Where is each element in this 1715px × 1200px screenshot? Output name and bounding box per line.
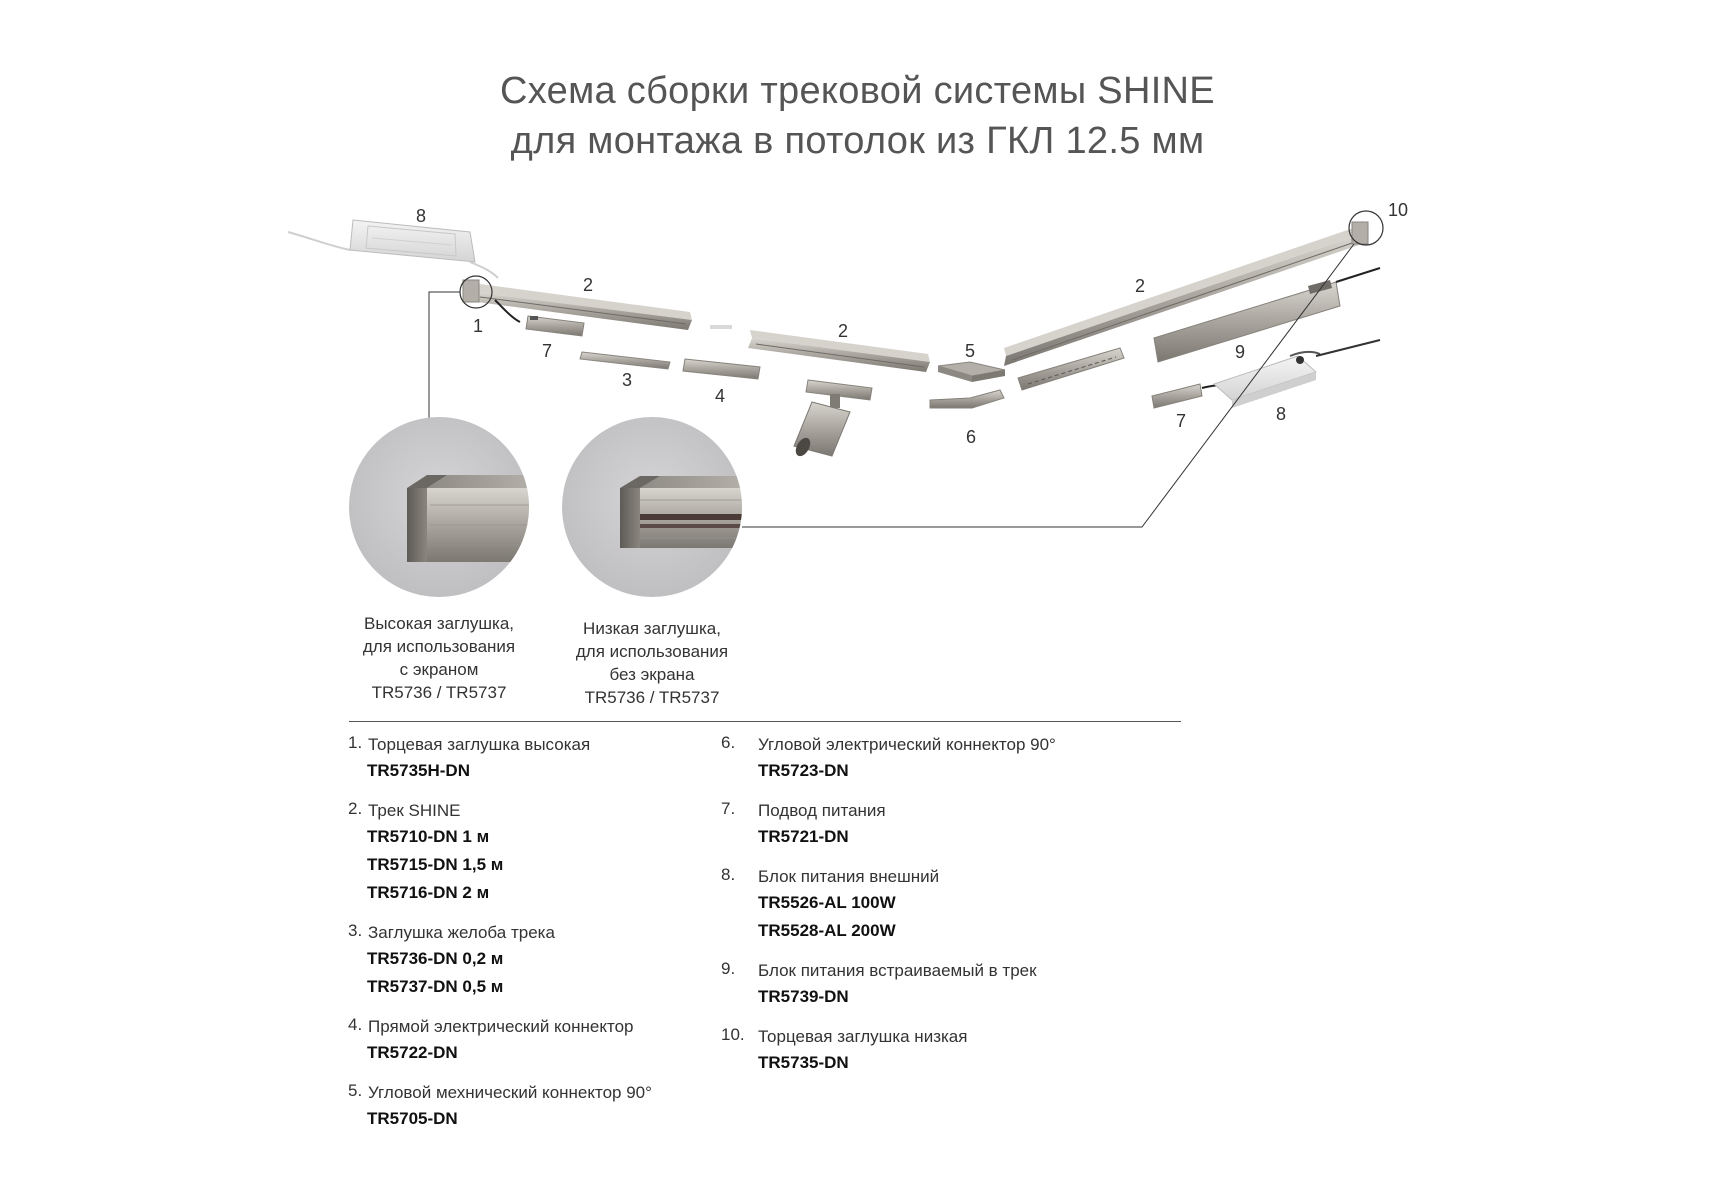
part-number: 1. (348, 733, 363, 752)
caption-low-code: TR5736 / TR5737 (584, 688, 720, 707)
part-number: 5. (348, 1081, 363, 1100)
highlight-end-cap-low (1348, 210, 1384, 246)
caption-high-line-3: с экраном (399, 660, 479, 679)
part-code: TR5528-AL 200W (758, 921, 896, 940)
external-power-supply-right (1213, 339, 1381, 408)
caption-high-line-1: Высокая заглушка, (363, 614, 515, 633)
part-title: Подвод питания (758, 801, 886, 820)
part-number: 8. (721, 865, 736, 884)
spacer-piece (710, 325, 732, 329)
part-code: TR5721-DN (758, 827, 849, 846)
caption-high-cap: Высокая заглушка, для использования с эк… (339, 612, 539, 704)
callout-10: 10 (1388, 200, 1408, 220)
callout-8-right: 8 (1276, 404, 1286, 424)
caption-low-line-2: для использования (575, 642, 729, 661)
part-title: Блок питания внешний (758, 867, 940, 886)
part-code: TR5705-DN (367, 1109, 458, 1128)
callout-2-middle: 2 (838, 321, 848, 341)
part-number: 2. (348, 799, 363, 818)
part-item: 6. Угловой электрический коннектор 90° TR5… (721, 733, 1056, 785)
track-system-diagram: 8 2 1 7 3 4 2 5 6 2 10 9 7 8 (287, 200, 1408, 597)
part-code: TR5722-DN (367, 1043, 458, 1062)
part-code: TR5723-DN (758, 761, 849, 780)
part-title: Угловой электрический коннектор 90° (758, 735, 1056, 754)
linear-light-module (1017, 347, 1125, 391)
callout-3: 3 (622, 370, 632, 390)
callout-4: 4 (715, 386, 725, 406)
part-title: Прямой электрический коннектор (368, 1017, 634, 1036)
part-code: TR5716-DN 2 м (367, 883, 490, 902)
part-number: 9. (721, 959, 736, 978)
part-code: TR5736-DN 0,2 м (367, 949, 504, 968)
title-line-2: для монтажа в потолок из ГКЛ 12.5 мм (510, 120, 1205, 162)
part-number: 6. (721, 733, 736, 752)
caption-low-cap: Низкая заглушка, для использования без э… (552, 617, 752, 709)
part-number: 10. (721, 1025, 745, 1044)
leader-line-low (742, 243, 1355, 528)
detail-circle-high-cap (349, 417, 529, 597)
caption-high-code: TR5736 / TR5737 (371, 683, 507, 702)
spotlight (793, 379, 873, 457)
callout-9: 9 (1235, 342, 1245, 362)
part-number: 4. (348, 1015, 363, 1034)
caption-low-line-1: Низкая заглушка, (583, 619, 721, 638)
part-code: TR5526-AL 100W (758, 893, 896, 912)
corner-mechanical-connector (937, 361, 1006, 382)
groove-cover (579, 351, 671, 370)
part-code: TR5715-DN 1,5 м (367, 855, 504, 874)
title-line-1: Схема сборки трековой системы SHINE (500, 70, 1215, 112)
part-code: TR5739-DN (758, 987, 849, 1006)
part-title: Торцевая заглушка высокая (368, 735, 591, 754)
leader-line-high (428, 291, 460, 420)
part-number: 3. (348, 921, 363, 940)
part-title: Трек SHINE (368, 801, 461, 820)
callout-2-right: 2 (1135, 276, 1145, 296)
detail-circle-low-cap (562, 417, 742, 597)
part-item: 2. Трек SHINE TR5710-DN 1 м TR5715-DN 1,5 м… (340, 799, 652, 907)
power-feed-left (525, 315, 585, 337)
callout-7-left: 7 (542, 341, 552, 361)
part-title: Блок питания встраиваемый в трек (758, 961, 1037, 980)
caption-high-line-2: для использования (362, 637, 516, 656)
callout-8-left: 8 (416, 206, 426, 226)
parts-list-right: 6. Угловой электрический коннектор 90° TR5… (721, 733, 1056, 1091)
part-code: TR5735H-DN (367, 761, 470, 780)
callout-2-left: 2 (583, 275, 593, 295)
part-code: TR5737-DN 0,5 м (367, 977, 504, 996)
track-left (462, 279, 692, 330)
straight-connector (682, 358, 761, 380)
callout-6: 6 (966, 427, 976, 447)
corner-electrical-connector (929, 389, 1005, 409)
callout-1: 1 (473, 316, 483, 336)
power-wire (494, 299, 521, 323)
part-item: 5. Угловой мехнический коннектор 90° TR570… (340, 1081, 652, 1133)
built-in-power-supply (1153, 267, 1381, 363)
part-number: 7. (721, 799, 736, 818)
part-code: TR5735-DN (758, 1053, 849, 1072)
external-power-supply-left (287, 219, 499, 279)
part-title: Торцевая заглушка низкая (758, 1027, 968, 1046)
callout-7-right: 7 (1176, 411, 1186, 431)
divider (349, 721, 1181, 722)
caption-low-line-3: без экрана (609, 665, 695, 684)
part-title: Угловой мехнический коннектор 90° (368, 1083, 652, 1102)
track-middle (748, 330, 930, 372)
part-code: TR5710-DN 1 м (367, 827, 490, 846)
callout-5: 5 (965, 341, 975, 361)
part-title: Заглушка желоба трека (368, 923, 555, 942)
